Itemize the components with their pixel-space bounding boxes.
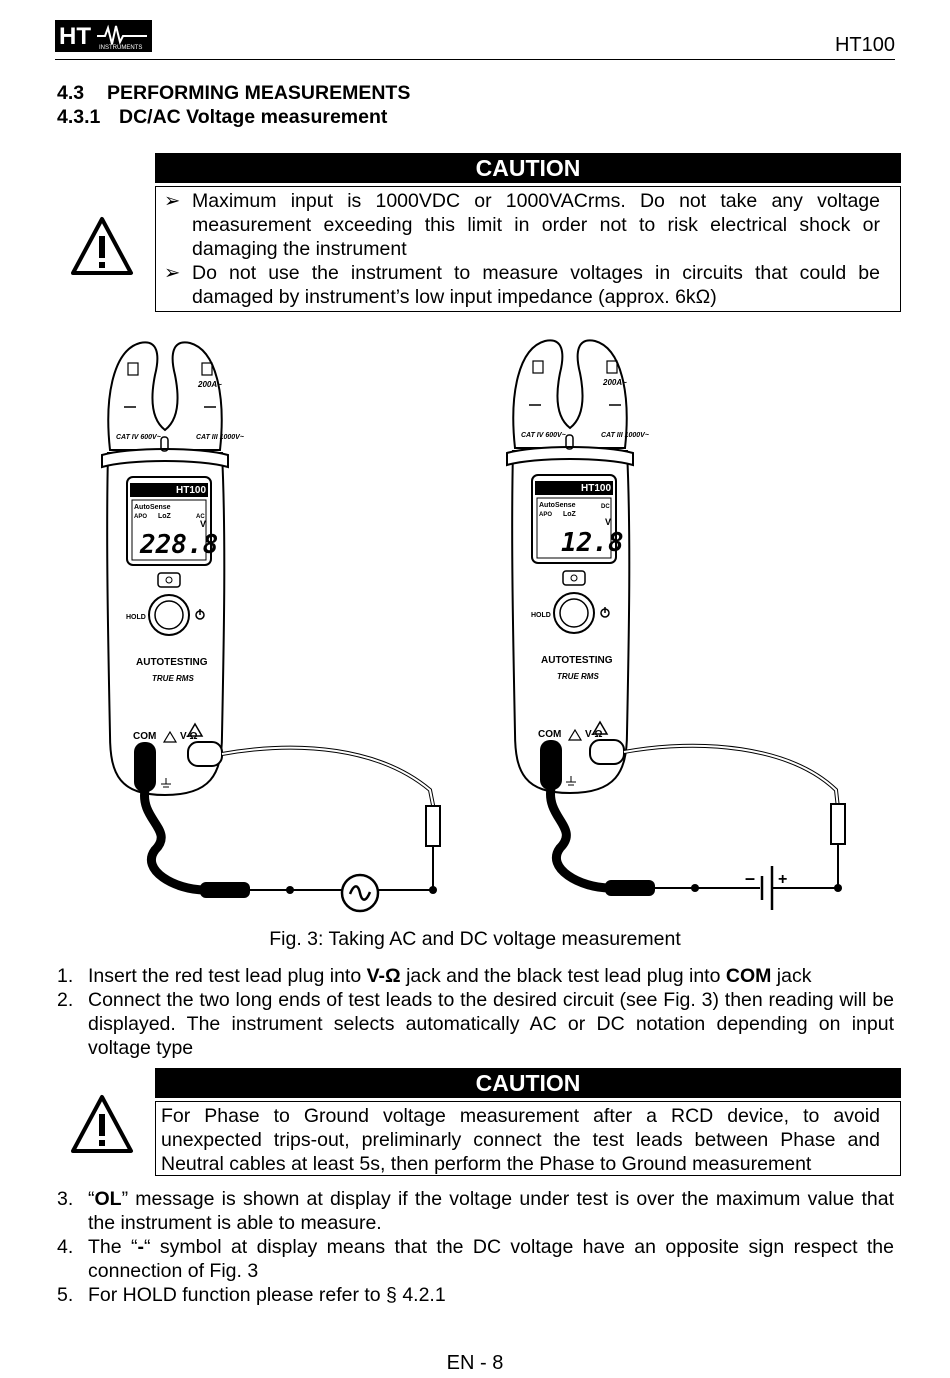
- left-hold-label: HOLD: [126, 614, 146, 621]
- caution-bullet: ➢ Do not use the instrument to measure v…: [156, 261, 900, 309]
- figure-ac-dc-measurement: 200A~ CAT IV 600V~ CAT III 1000V~ HT100 …: [101, 339, 846, 913]
- right-autotesting: AUTOTESTING: [541, 655, 613, 666]
- section-heading: 4.3 PERFORMING MEASUREMENTS: [57, 82, 410, 105]
- list-item: 3. “OL” message is shown at display if t…: [57, 1187, 894, 1235]
- left-range-label: 200A~: [197, 380, 222, 389]
- text-run: “: [88, 1188, 95, 1210]
- text-run: ” message is shown at display if the vol…: [88, 1188, 894, 1234]
- left-autosense: AutoSense: [134, 504, 171, 511]
- left-brand: HT100: [176, 485, 206, 496]
- battery-minus: –: [745, 868, 755, 888]
- left-vohm-label: V-Ω: [180, 731, 197, 742]
- warning-triangle-icon: [71, 217, 133, 275]
- battery-plus: +: [778, 871, 787, 888]
- text-bold: -: [137, 1236, 144, 1258]
- left-test-leads: [134, 741, 441, 913]
- right-meter: 200A~ CAT IV 600V~ CAT III 1000V~ HT100 …: [506, 339, 649, 794]
- subsection-title: DC/AC Voltage measurement: [119, 106, 388, 128]
- right-truerms: TRUE RMS: [557, 672, 599, 681]
- text-run: jack: [771, 965, 812, 987]
- list-item: 5. For HOLD function please refer to § 4…: [57, 1283, 894, 1307]
- text-run: The “: [88, 1236, 138, 1258]
- list-item: 2. Connect the two long ends of test lea…: [57, 988, 894, 1060]
- text-bold: COM: [725, 965, 772, 987]
- text-bold: V-Ω: [366, 965, 401, 987]
- ht-logo: HT INSTRUMENTS: [55, 20, 152, 52]
- list-item: 1. Insert the red test lead plug into V-…: [57, 964, 894, 988]
- left-autotesting: AUTOTESTING: [136, 657, 208, 668]
- left-cat-left: CAT IV 600V~: [116, 434, 161, 441]
- bullet-arrow-icon: ➢: [164, 190, 181, 212]
- section-number: 4.3: [57, 82, 85, 104]
- left-mode: AC: [196, 514, 205, 520]
- right-test-leads: – +: [540, 739, 846, 910]
- left-cat-right: CAT III 1000V~: [196, 434, 244, 441]
- list-text: Connect the two long ends of test leads …: [88, 989, 894, 1059]
- caution-box: For Phase to Ground voltage measurement …: [155, 1101, 901, 1176]
- right-cat-right: CAT III 1000V~: [601, 432, 649, 439]
- left-reading: 228.8: [139, 530, 218, 560]
- right-hold-label: HOLD: [531, 612, 551, 619]
- caution-text: For Phase to Ground voltage measurement …: [161, 1105, 880, 1175]
- list-number: 1.: [57, 965, 74, 987]
- caution-bullet-text: Maximum input is 1000VDC or 1000VACrms. …: [192, 190, 880, 260]
- right-reading: 12.8: [561, 528, 624, 558]
- text-bold: OL: [94, 1188, 122, 1210]
- svg-text:HT: HT: [59, 23, 91, 50]
- bullet-arrow-icon: ➢: [164, 262, 181, 284]
- left-apo: APO: [134, 514, 147, 520]
- list-number: 4.: [57, 1236, 74, 1258]
- right-loz: LoZ: [563, 511, 577, 518]
- right-unit: V: [605, 517, 611, 527]
- list-number: 3.: [57, 1188, 74, 1210]
- right-com-label: COM: [538, 729, 561, 740]
- page-number: EN - 8: [446, 1352, 504, 1374]
- right-brand: HT100: [581, 483, 611, 494]
- list-text: The “-“ symbol at display means that the…: [88, 1235, 894, 1283]
- caution-header: CAUTION: [155, 1068, 901, 1098]
- right-mode: DC: [601, 504, 610, 510]
- left-loz: LoZ: [158, 513, 172, 520]
- left-truerms: TRUE RMS: [152, 674, 194, 683]
- left-com-label: COM: [133, 731, 156, 742]
- subsection-number: 4.3.1: [57, 106, 101, 128]
- right-range-label: 200A~: [602, 378, 627, 387]
- list-text: Insert the red test lead plug into V-Ω j…: [88, 964, 894, 988]
- list-item: 4. The “-“ symbol at display means that …: [57, 1235, 894, 1283]
- right-apo: APO: [539, 512, 552, 518]
- text-run: Insert the red test lead plug into: [88, 965, 367, 987]
- figure-caption: Fig. 3: Taking AC and DC voltage measure…: [269, 928, 681, 950]
- list-text: “OL” message is shown at display if the …: [88, 1187, 894, 1235]
- subsection-heading: 4.3.1 DC/AC Voltage measurement: [57, 106, 387, 129]
- caution-box: ➢ Maximum input is 1000VDC or 1000VACrms…: [155, 186, 901, 312]
- list-number: 2.: [57, 989, 74, 1011]
- left-meter: 200A~ CAT IV 600V~ CAT III 1000V~ HT100 …: [101, 341, 244, 796]
- left-unit: V: [200, 519, 206, 529]
- section-title: PERFORMING MEASUREMENTS: [107, 82, 411, 104]
- warning-triangle-icon: [71, 1095, 133, 1153]
- header-rule: [55, 59, 895, 60]
- right-cat-left: CAT IV 600V~: [521, 432, 566, 439]
- caution-bullet: ➢ Maximum input is 1000VDC or 1000VACrms…: [156, 189, 900, 261]
- text-run: “ symbol at display means that the DC vo…: [88, 1236, 894, 1282]
- right-vohm-label: V-Ω: [585, 729, 602, 740]
- model-label: HT100: [834, 34, 895, 56]
- caution-bullet-text: Do not use the instrument to measure vol…: [192, 262, 880, 308]
- text-run: jack and the black test lead plug into: [400, 965, 726, 987]
- list-text: For HOLD function please refer to § 4.2.…: [88, 1284, 446, 1306]
- right-autosense: AutoSense: [539, 502, 576, 509]
- svg-text:INSTRUMENTS: INSTRUMENTS: [99, 45, 142, 51]
- list-number: 5.: [57, 1284, 74, 1306]
- caution-header: CAUTION: [155, 153, 901, 183]
